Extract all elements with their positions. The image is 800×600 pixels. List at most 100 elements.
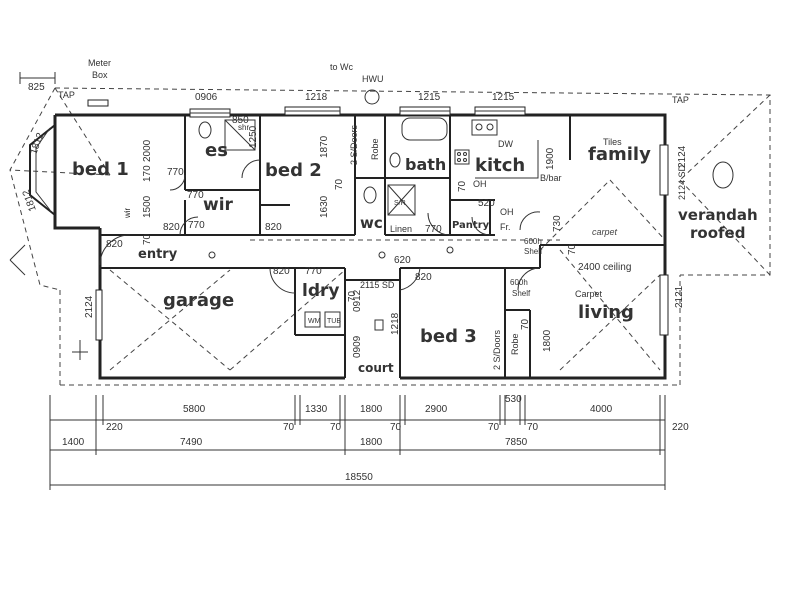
label-sd-left: 2115 SD xyxy=(360,280,395,290)
label-shelf-600-b: 600h xyxy=(510,278,528,287)
external-walls xyxy=(29,113,667,380)
dim-1250: 1250 xyxy=(248,125,259,148)
room-dimensions: 825 0906 1218 1215 1215 1812 1812 2000 1… xyxy=(21,82,688,358)
label-shelf-600-a: 600h xyxy=(524,237,542,246)
room-entry: entry xyxy=(138,247,178,262)
dim-1215-b: 1215 xyxy=(492,92,515,103)
room-wc: wc xyxy=(360,214,383,232)
dim-row2-7850: 7850 xyxy=(505,437,528,448)
room-verandah: verandah xyxy=(678,206,758,224)
label-wir-small: wir xyxy=(123,207,132,219)
dim-row1-530: 530 xyxy=(505,394,522,405)
room-ensuite: es xyxy=(205,140,228,161)
dim-825: 825 xyxy=(28,82,45,93)
annotations: Meter Box to Wc HWU TAP TAP Tiles DW B/b… xyxy=(58,58,689,370)
dim-1630: 1630 xyxy=(319,195,330,218)
label-carpet-a: carpet xyxy=(592,227,618,237)
dimension-lines xyxy=(19,72,666,490)
dim-820-b: 820 xyxy=(265,222,282,233)
dim-770-c: 770 xyxy=(188,220,205,231)
dim-730: 730 xyxy=(552,215,563,232)
dim-1800-living: 1800 xyxy=(542,329,553,352)
dim-row-2: 1400 7490 1800 7850 xyxy=(62,437,528,448)
dim-row2-1800: 1800 xyxy=(360,437,383,448)
dim-row-1: 220 5800 70 1330 70 1800 70 2900 70 530 … xyxy=(106,394,689,433)
label-robe-a: Robe xyxy=(370,138,380,160)
dim-row1-1800: 1800 xyxy=(360,404,383,415)
dim-0906: 0906 xyxy=(195,92,218,103)
dim-row1-70-c: 70 xyxy=(390,422,402,433)
label-bbar: B/bar xyxy=(540,173,562,183)
dim-1812-a: 1812 xyxy=(28,131,46,156)
room-garage: garage xyxy=(163,290,234,311)
door-swings xyxy=(99,159,541,294)
dim-row1-4000: 4000 xyxy=(590,404,613,415)
room-court: court xyxy=(358,361,394,375)
dim-2000: 2000 xyxy=(142,139,153,162)
label-tub: TUB xyxy=(327,318,341,325)
label-tap-left: TAP xyxy=(58,90,75,100)
dim-row1-70-d: 70 xyxy=(488,422,500,433)
dim-70-f: 70 xyxy=(520,318,531,330)
room-living: living xyxy=(578,302,634,323)
dim-70-c: 70 xyxy=(142,233,153,245)
room-bath: bath xyxy=(405,155,446,174)
dim-row1-2900: 2900 xyxy=(425,404,448,415)
label-tiles: Tiles xyxy=(603,137,622,147)
room-pantry: Pantry xyxy=(452,220,490,231)
dim-0909: 0909 xyxy=(352,335,363,358)
label-sdoors-a: 2 S/Doors xyxy=(349,124,359,165)
dim-820-c: 820 xyxy=(106,239,123,250)
label-dw: DW xyxy=(498,139,513,149)
room-kitchen: kitch xyxy=(475,155,525,176)
dim-70-a: 70 xyxy=(334,178,345,190)
label-box: Box xyxy=(92,70,108,80)
label-shr: shr xyxy=(238,123,249,132)
dim-1900: 1900 xyxy=(545,147,556,170)
dim-620: 620 xyxy=(394,255,411,266)
label-tap-right: TAP xyxy=(672,95,689,105)
dim-820-d: 820 xyxy=(273,266,290,277)
label-carpet-b: Carpet xyxy=(575,289,603,299)
dim-total-length: 18550 xyxy=(345,472,373,483)
label-wm: WM xyxy=(308,318,321,325)
label-meter: Meter xyxy=(88,58,111,68)
dim-row1-70-b: 70 xyxy=(330,422,342,433)
label-shower-recess: S/R xyxy=(394,200,406,207)
dim-row1-220-right: 220 xyxy=(672,422,689,433)
dim-770-b: 770 xyxy=(187,190,204,201)
label-sdoors-b: 2 S/Doors xyxy=(492,329,502,370)
dim-row2-1400: 1400 xyxy=(62,437,85,448)
dim-850: 850 xyxy=(232,115,249,126)
label-shelf-b: Shelf xyxy=(512,289,531,298)
dim-2124-b: 2124 xyxy=(677,145,688,168)
roof-outline xyxy=(9,87,771,386)
dim-770-e: 770 xyxy=(425,224,442,235)
dim-1215-a: 1215 xyxy=(418,92,441,103)
dim-row1-70-a: 70 xyxy=(283,422,295,433)
dim-770-d: 770 xyxy=(305,266,322,277)
dim-0912: 0912 xyxy=(352,289,363,312)
room-labels: bed 1 es bed 2 wir bath kitch family wc … xyxy=(72,140,758,375)
dim-1218-top: 1218 xyxy=(305,92,328,103)
dim-2121: 2121 xyxy=(674,285,685,308)
dim-70-b: 70 xyxy=(567,243,578,255)
dim-row1-1330: 1330 xyxy=(305,404,328,415)
room-bed-1: bed 1 xyxy=(72,159,129,180)
dim-row1-70-e: 70 xyxy=(527,422,539,433)
label-hwu: HWU xyxy=(362,74,384,84)
label-fridge: Fr. xyxy=(500,222,511,232)
room-roofed: roofed xyxy=(690,224,745,242)
north-arrow-icon xyxy=(9,244,454,360)
dim-1218-court: 1218 xyxy=(390,312,401,335)
label-robe-b: Robe xyxy=(510,333,520,355)
dim-row1-5800: 5800 xyxy=(183,404,206,415)
dim-520: 520 xyxy=(478,198,495,209)
dim-row1-220-left: 220 xyxy=(106,422,123,433)
label-sd-right: 2124 SD xyxy=(677,164,687,200)
dim-820-e: 820 xyxy=(415,272,432,283)
room-bed-2: bed 2 xyxy=(265,160,322,181)
dim-row2-7490: 7490 xyxy=(180,437,203,448)
room-wir: wir xyxy=(203,195,234,215)
